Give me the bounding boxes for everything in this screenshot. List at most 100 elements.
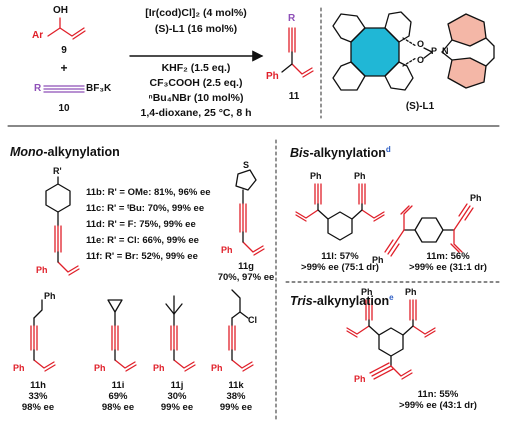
entry-ee-dr: >99% ee (31:1 dr)	[409, 261, 487, 273]
bis-11m-ph1: Ph	[470, 193, 482, 203]
entry-id: 11m	[426, 251, 445, 262]
entry-id: 11g	[238, 261, 254, 272]
bis-11l-ph2: Ph	[354, 171, 366, 181]
mono-11g-ph: Ph	[221, 245, 233, 255]
entry-result: R' = Br: 52%, 99% ee	[105, 251, 198, 262]
product-11-ph: Ph	[266, 71, 279, 82]
mono-entry-11c: 11c: R' = ᵗBu: 70%, 99% ee	[86, 203, 205, 214]
tris-11n-ph1: Ph	[361, 287, 373, 297]
condition-additive: ⁿBu₄NBr (10 mol%)	[148, 92, 244, 104]
entry-yield: 69%	[108, 390, 128, 402]
bis-11l-structure	[295, 183, 385, 241]
mono-11i-ph: Ph	[94, 363, 106, 373]
ligand-p: P	[431, 46, 438, 56]
reactant-10-r: R	[34, 83, 42, 94]
entry-result: R' = Cl: 66%, 99% ee	[107, 235, 199, 246]
tris-11n-id-yield: 11n: 55%	[417, 389, 459, 400]
mono-11j-ph: Ph	[153, 363, 165, 373]
entry-ee: 99% ee	[219, 401, 253, 413]
entry-ee-dr: >99% ee (75:1 dr)	[301, 261, 379, 273]
entry-id: 11i	[111, 380, 125, 391]
condition-catalyst: [Ir(cod)Cl]₂ (4 mol%)	[145, 7, 247, 19]
mono-r-prime: R'	[53, 166, 62, 176]
reactant-9-structure	[47, 27, 85, 37]
mono-title-rest: -alkynylation	[43, 145, 120, 159]
entry-result: R' = F: 75%, 99% ee	[107, 219, 196, 230]
entry-ee: 98% ee	[21, 401, 55, 413]
reactant-9-oh: OH	[53, 5, 68, 16]
mono-entry-11e: 11e: R' = Cl: 66%, 99% ee	[86, 235, 199, 246]
tris-11n-structure	[346, 299, 436, 380]
bis-11l-label: 11l: 57%>99% ee (75:1 dr)	[301, 251, 379, 274]
entry-id: 11c	[86, 203, 102, 214]
reactant-10-label: 10	[58, 103, 70, 114]
reactant-9-label: 9	[61, 45, 67, 56]
mono-11h-ph: Ph	[13, 363, 25, 373]
ligand-n: N	[442, 46, 449, 56]
product-11-structure	[281, 27, 314, 78]
entry-id: 11j	[170, 380, 184, 391]
mono-title-italic: Mono	[10, 145, 44, 159]
entry-id: 11l	[321, 251, 334, 262]
mono-entry-11d: 11d: R' = F: 75%, 99% ee	[86, 219, 196, 230]
ligand-o1: O	[417, 39, 425, 49]
entry-yield: 30%	[167, 390, 187, 402]
bis-11m-ph2: Ph	[372, 255, 384, 265]
tris-11n-ph3: Ph	[354, 374, 366, 384]
mono-aryl-structure	[45, 176, 80, 276]
entry-id: 11b	[86, 187, 102, 198]
condition-ligand: (S)-L1 (16 mol%)	[154, 23, 238, 35]
tris-title-rest: -alkynylation	[312, 294, 390, 309]
entry-id: 11k	[228, 380, 244, 391]
tris-title-italic: Tris	[290, 294, 313, 309]
tris-title: Tris-alkynylatione	[290, 294, 394, 308]
condition-khf2: KHF₂ (1.5 eq.)	[161, 62, 231, 74]
entry-result: 70%, 97% ee	[217, 271, 275, 283]
entry-yield: 55%	[439, 389, 459, 400]
reactant-10-bf3k: BF₃K	[86, 83, 112, 94]
ligand-o2: O	[417, 55, 425, 65]
condition-solvent: 1,4-dioxane, 25 °C, 8 h	[140, 107, 252, 119]
entry-id: 11h	[30, 380, 46, 391]
entry-id: 11d	[86, 219, 102, 230]
mono-11k-ph: Ph	[211, 363, 223, 373]
bis-footnote: d	[385, 145, 391, 154]
bis-11l-id-yield: 11l: 57%	[321, 251, 359, 262]
mono-entry-11b: 11b: R' = OMe: 81%, 96% ee	[86, 187, 211, 198]
entry-yield: 57%	[339, 251, 359, 262]
mono-11h-structure	[30, 299, 56, 372]
mono-11k-cl: Cl	[248, 315, 257, 325]
tris-11n-ph2: Ph	[405, 287, 417, 297]
ligand-structure	[332, 11, 495, 91]
entry-yield: 56%	[450, 251, 470, 262]
product-11-label: 11	[288, 91, 300, 102]
bis-11m-structure	[384, 203, 474, 257]
entry-yield: 38%	[226, 390, 246, 402]
reactant-10-structure	[43, 85, 85, 93]
tris-11n-label: 11n: 55%>99% ee (43:1 dr)	[399, 389, 477, 412]
entry-id: 11n	[417, 389, 434, 400]
mono-11i-structure	[107, 299, 137, 372]
mono-11g-s: S	[243, 160, 250, 170]
entry-yield: 33%	[28, 390, 48, 402]
condition-tfa: CF₃COOH (2.5 eq.)	[149, 77, 243, 89]
plus-sign: +	[60, 61, 68, 75]
entry-result: R' = ᵗBu: 70%, 99% ee	[107, 203, 205, 214]
mono-11j-structure	[165, 295, 196, 372]
entry-id: 11e	[86, 235, 102, 246]
reactant-9-ar: Ar	[32, 30, 44, 41]
mono-11h-ph-top: Ph	[44, 291, 56, 301]
mono-ph: Ph	[36, 265, 48, 275]
mono-entry-11f: 11f: R' = Br: 52%, 99% ee	[86, 251, 198, 262]
mono-title: Mono-alkynylation	[10, 146, 120, 159]
bis-title-italic: Bis	[290, 146, 310, 161]
mono-11g-structure	[235, 169, 265, 256]
entry-ee: 99% ee	[160, 401, 194, 413]
mono-11k-structure	[228, 289, 254, 372]
entry-id: 11f	[86, 251, 100, 262]
entry-ee: 98% ee	[101, 401, 135, 413]
